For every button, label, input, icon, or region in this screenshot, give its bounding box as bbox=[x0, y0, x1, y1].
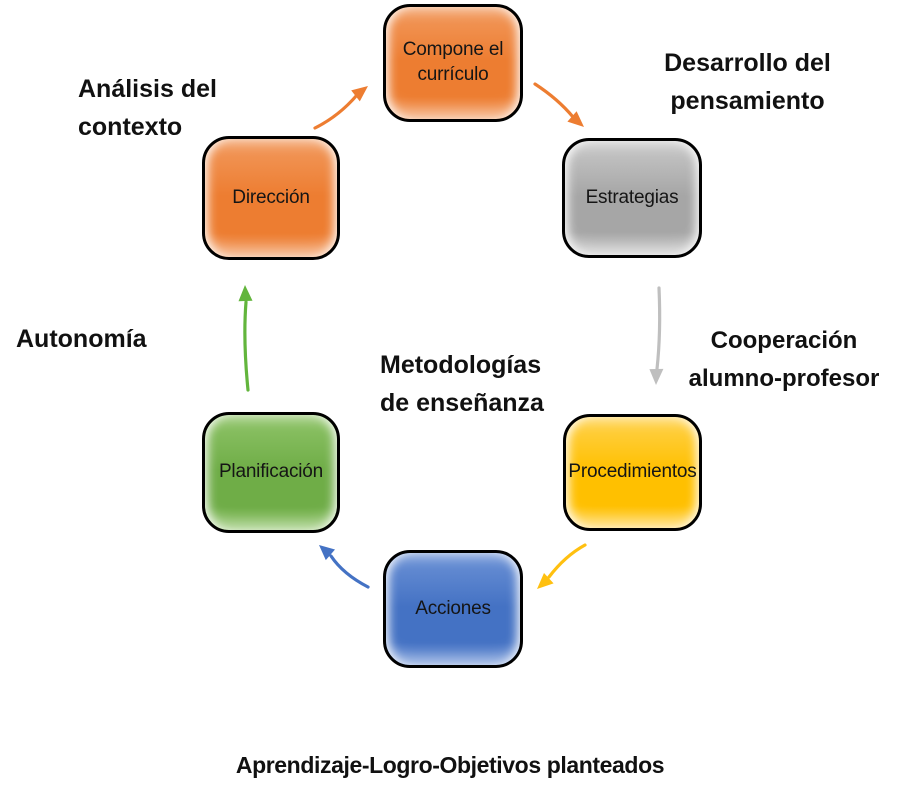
arrow-planificacion-to-direccion-icon bbox=[238, 285, 253, 392]
node-label: Planificación bbox=[218, 461, 324, 483]
arrow-procedimientos-to-acciones-icon bbox=[537, 543, 587, 589]
label-analisis-del-contexto: Análisis del contexto bbox=[78, 75, 217, 141]
node-label: Procedimientos bbox=[568, 461, 697, 483]
node-acciones: Acciones bbox=[383, 550, 523, 668]
node-direccion: Dirección bbox=[202, 136, 340, 260]
label-aprendizaje-logro-objetivos: Aprendizaje-Logro-Objetivos planteados bbox=[235, 752, 665, 778]
node-compone-el-curriculo: Compone el currículo bbox=[383, 4, 523, 122]
label-metodologias-de-ensenanza: Metodologías de enseñanza bbox=[380, 351, 544, 417]
node-label: Compone el currículo bbox=[402, 39, 504, 85]
node-label: Estrategias bbox=[585, 186, 679, 208]
node-procedimientos: Procedimientos bbox=[563, 414, 702, 531]
node-estrategias: Estrategias bbox=[562, 138, 702, 258]
arrow-compone-to-estrategias-icon bbox=[533, 82, 584, 127]
arrow-acciones-to-planificacion-icon bbox=[319, 545, 370, 589]
node-label: Acciones bbox=[415, 597, 491, 619]
label-cooperacion-alumno-profesor: Cooperación alumno-profesor bbox=[688, 327, 880, 392]
node-label: Dirección bbox=[232, 186, 310, 208]
arrow-direccion-to-compone-icon bbox=[313, 86, 368, 130]
label-desarrollo-del-pensamiento: Desarrollo del pensamiento bbox=[664, 49, 831, 115]
label-autonomia: Autonomía bbox=[16, 325, 147, 353]
arrow-estrategias-to-procedimientos-icon bbox=[649, 286, 664, 385]
node-planificacion: Planificación bbox=[202, 412, 340, 533]
